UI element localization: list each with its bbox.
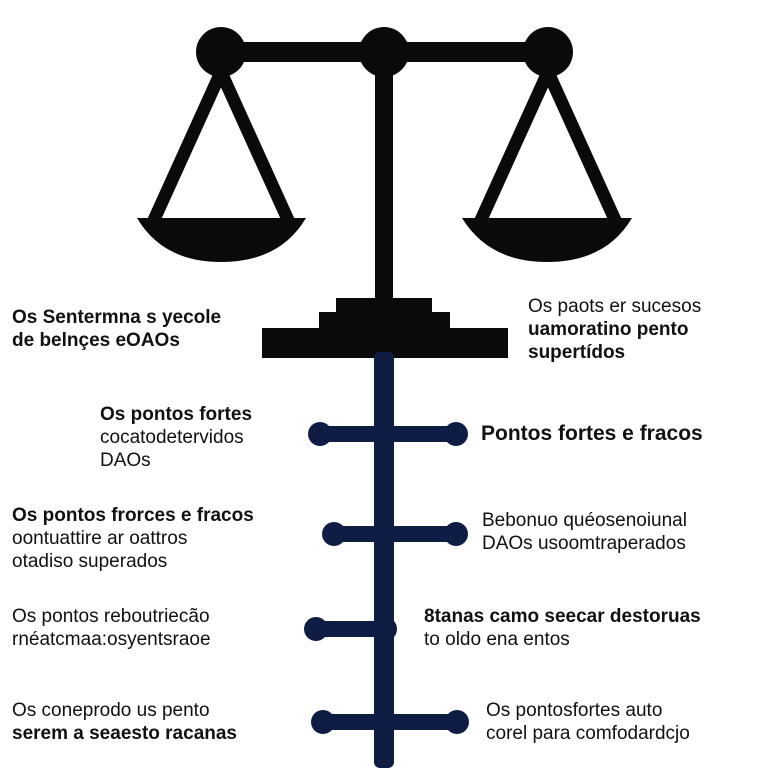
label-row2-left: Os pontos frorces e fracos oontuattire a… bbox=[12, 504, 254, 573]
label-top-left: Os Sentermna s yecole de belnçes eOAOs bbox=[12, 306, 221, 352]
node-row3-joint bbox=[373, 617, 397, 641]
node-row2-left bbox=[322, 522, 346, 546]
label-line: Os pontosfortes auto bbox=[486, 700, 663, 721]
label-line: serem a seaesto racanas bbox=[12, 723, 237, 744]
label-row3-right: 8tanas camo seecar destoruas to oldo ena… bbox=[424, 605, 701, 651]
label-line: DAOs usoomtraperados bbox=[482, 533, 686, 554]
label-line: Pontos fortes e fracos bbox=[481, 422, 703, 445]
label-line: rnéatcmaa:osyentsraoe bbox=[12, 629, 211, 650]
label-line: oontuattire ar oattros bbox=[12, 528, 188, 549]
node-row1-right bbox=[444, 422, 468, 446]
label-line: Os Sentermna s yecole bbox=[12, 307, 222, 328]
scale-of-justice-icon bbox=[137, 27, 632, 358]
label-row4-right: Os pontosfortes auto corel para comfodar… bbox=[486, 699, 690, 745]
node-row4-right bbox=[445, 710, 469, 734]
node-row4-left bbox=[311, 710, 335, 734]
label-row4-left: Os coneprodo us pento serem a seaesto ra… bbox=[12, 699, 237, 745]
node-row3-left bbox=[304, 617, 328, 641]
label-line: otadiso superados bbox=[12, 551, 168, 572]
label-line: cocatodetervidos bbox=[100, 427, 244, 448]
label-line: DAOs bbox=[100, 450, 151, 471]
label-row1-left: Os pontos fortes cocatodetervidos DAOs bbox=[100, 403, 252, 472]
label-line: Os pontos fortes bbox=[100, 404, 253, 425]
label-row3-left: Os pontos reboutriecão rnéatcmaa:osyents… bbox=[12, 605, 211, 651]
label-line: Os coneprodo us pento bbox=[12, 700, 210, 721]
branching-spine bbox=[304, 352, 469, 768]
label-line: Os pontos reboutriecão bbox=[12, 606, 210, 627]
label-line: de belnçes eOAOs bbox=[12, 330, 180, 351]
label-line: Bebonuo quéosenoiunal bbox=[482, 510, 687, 531]
node-row2-right bbox=[444, 522, 468, 546]
label-line: Os paots er sucesos bbox=[528, 296, 702, 317]
label-line: 8tanas camo seecar destoruas bbox=[424, 606, 701, 627]
label-line: supertídos bbox=[528, 342, 626, 363]
node-row1-left bbox=[308, 422, 332, 446]
label-line: to oldo ena entos bbox=[424, 629, 570, 650]
label-line: uamoratino pento bbox=[528, 319, 689, 340]
label-top-right: Os paots er sucesos uamoratino pento sup… bbox=[528, 295, 701, 364]
label-line: Os pontos frorces e fracos bbox=[12, 505, 254, 526]
label-row1-right: Pontos fortes e fracos bbox=[481, 422, 703, 445]
label-row2-right: Bebonuo quéosenoiunal DAOs usoomtraperad… bbox=[482, 509, 687, 555]
label-line: corel para comfodardcjo bbox=[486, 723, 690, 744]
